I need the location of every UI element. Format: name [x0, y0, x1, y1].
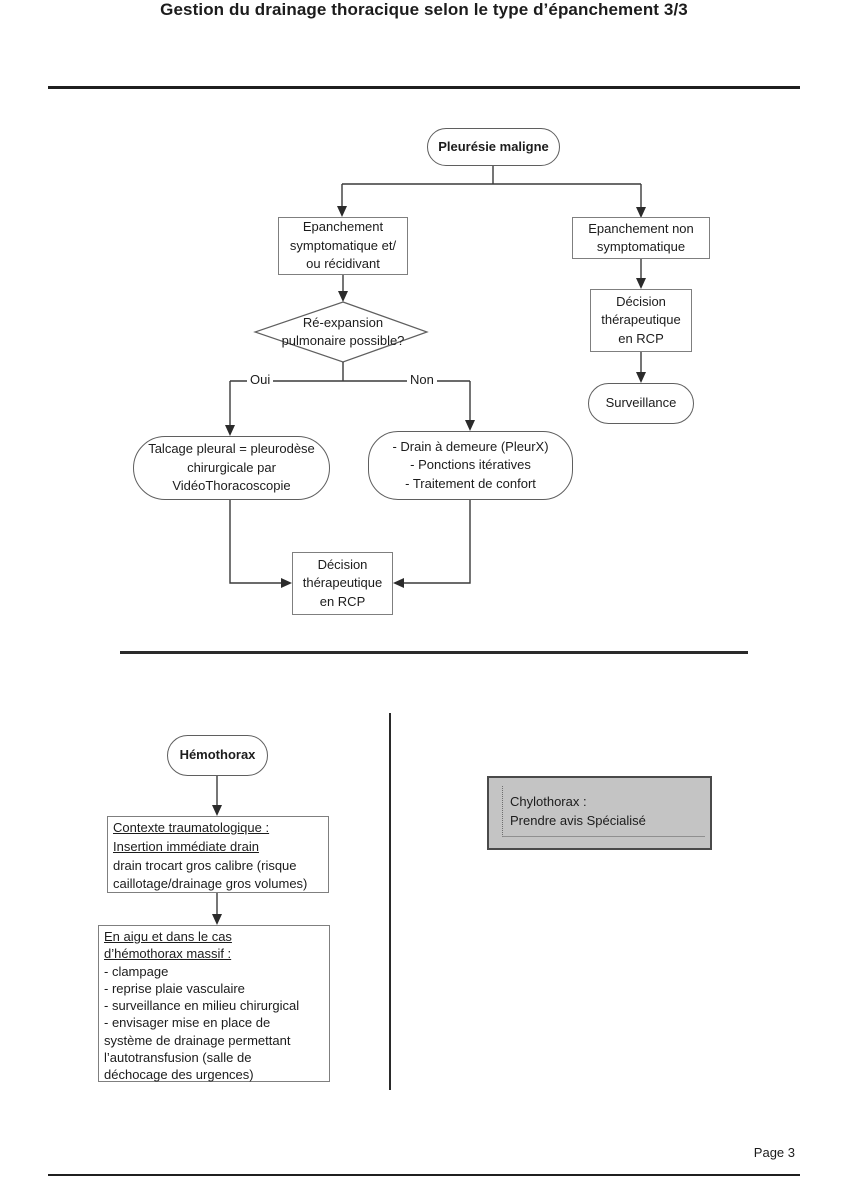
chylothorax-note-box: Chylothorax : Prendre avis Spécialisé	[487, 776, 712, 850]
footer-rule	[48, 1174, 800, 1176]
node-pleuresie-maligne: Pleurésie maligne	[427, 128, 560, 166]
chylothorax-inner-frame: Chylothorax : Prendre avis Spécialisé	[502, 786, 705, 837]
page-number: Page 3	[753, 1145, 795, 1160]
trauma-underlined-text: Contexte traumatologique : Insertion imm…	[113, 820, 270, 854]
acute-body-text: - clampage - reprise plaie vasculaire - …	[104, 963, 300, 1083]
node-talcage-pleural: Talcage pleural = pleurodèse chirurgical…	[133, 436, 330, 500]
edge-label-non: Non	[407, 372, 437, 387]
edge-label-oui: Oui	[247, 372, 274, 387]
node-en-aigu-hemothorax-massif: En aigu et dans le cas d’hémothorax mass…	[98, 925, 330, 1082]
title-rule	[48, 86, 800, 89]
chylothorax-note-text: Chylothorax : Prendre avis Spécialisé	[510, 794, 646, 828]
page-title: Gestion du drainage thoracique selon le …	[160, 0, 688, 19]
trauma-body: drain trocart gros calibre (risque caill…	[113, 857, 308, 892]
node-epanchement-symptomatique: Epanchement symptomatique et/ ou récidiv…	[278, 217, 408, 275]
node-surveillance: Surveillance	[588, 383, 694, 424]
acute-underlined-text: En aigu et dans le cas d’hémothorax mass…	[104, 929, 232, 962]
node-hemothorax: Hémothorax	[167, 735, 268, 776]
decision-diamond-label: Ré-expansion pulmonaire possible?	[281, 314, 405, 349]
node-decision-rcp-right: Décision thérapeutique en RCP	[590, 289, 692, 352]
node-epanchement-non-symptomatique: Epanchement non symptomatique	[572, 217, 710, 259]
node-drain-a-demeure: - Drain à demeure (PleurX) - Ponctions i…	[368, 431, 573, 500]
node-decision-rcp-left: Décision thérapeutique en RCP	[292, 552, 393, 615]
node-contexte-traumatologique: Contexte traumatologique : Insertion imm…	[107, 816, 329, 893]
section-divider-horizontal	[120, 651, 748, 654]
section-divider-vertical	[389, 713, 391, 1090]
hemothorax-flow-edges	[212, 776, 222, 925]
